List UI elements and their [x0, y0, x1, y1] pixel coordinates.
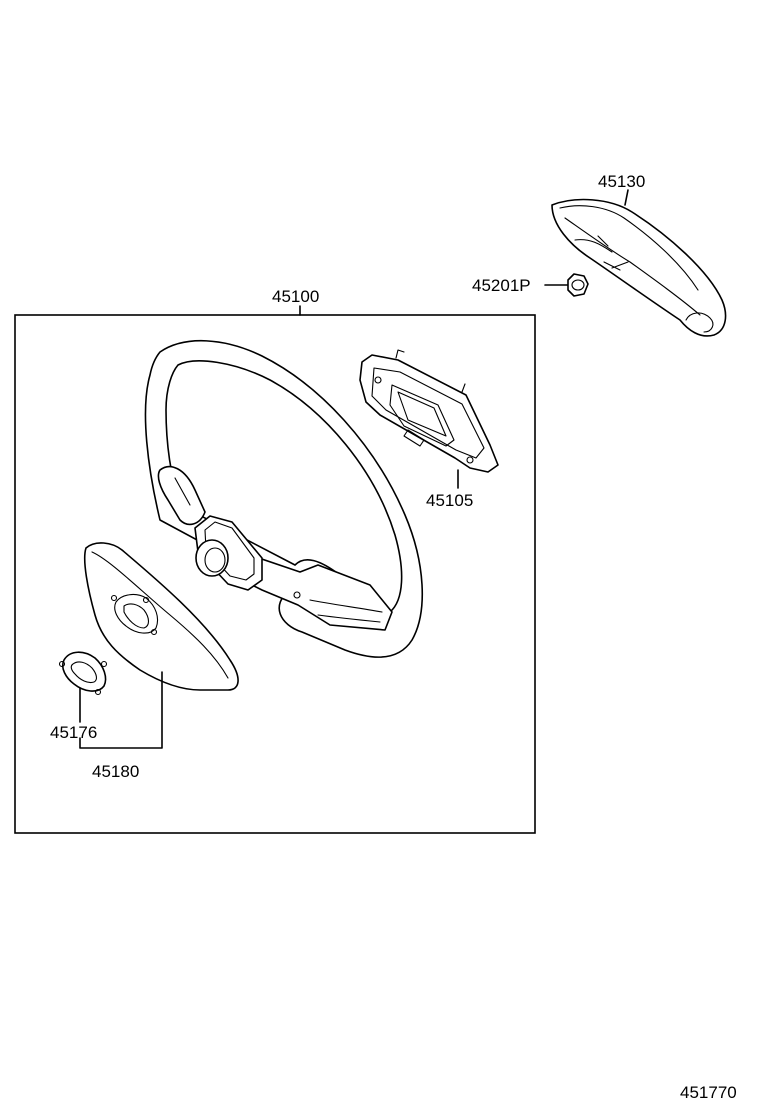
label-45130: 45130 [598, 172, 645, 191]
steering-wheel-spokes [157, 465, 393, 631]
leader-45180 [79, 671, 163, 749]
label-45176: 45176 [50, 723, 97, 742]
label-45100: 45100 [272, 287, 319, 306]
nut-45201P-part [544, 273, 589, 297]
ring-45176-part [58, 651, 108, 696]
pad-45180-part [83, 542, 239, 691]
assembly-frame [14, 314, 536, 834]
steering-wheel-rim [144, 339, 424, 658]
bracket-45105-part [359, 349, 499, 473]
label-45180: 45180 [92, 762, 139, 781]
label-figure-number: 451770 [680, 1083, 737, 1102]
label-45201P: 45201P [472, 276, 531, 295]
cover-45130-part [551, 198, 727, 337]
label-45105: 45105 [426, 491, 473, 510]
leader-45130 [624, 189, 629, 206]
